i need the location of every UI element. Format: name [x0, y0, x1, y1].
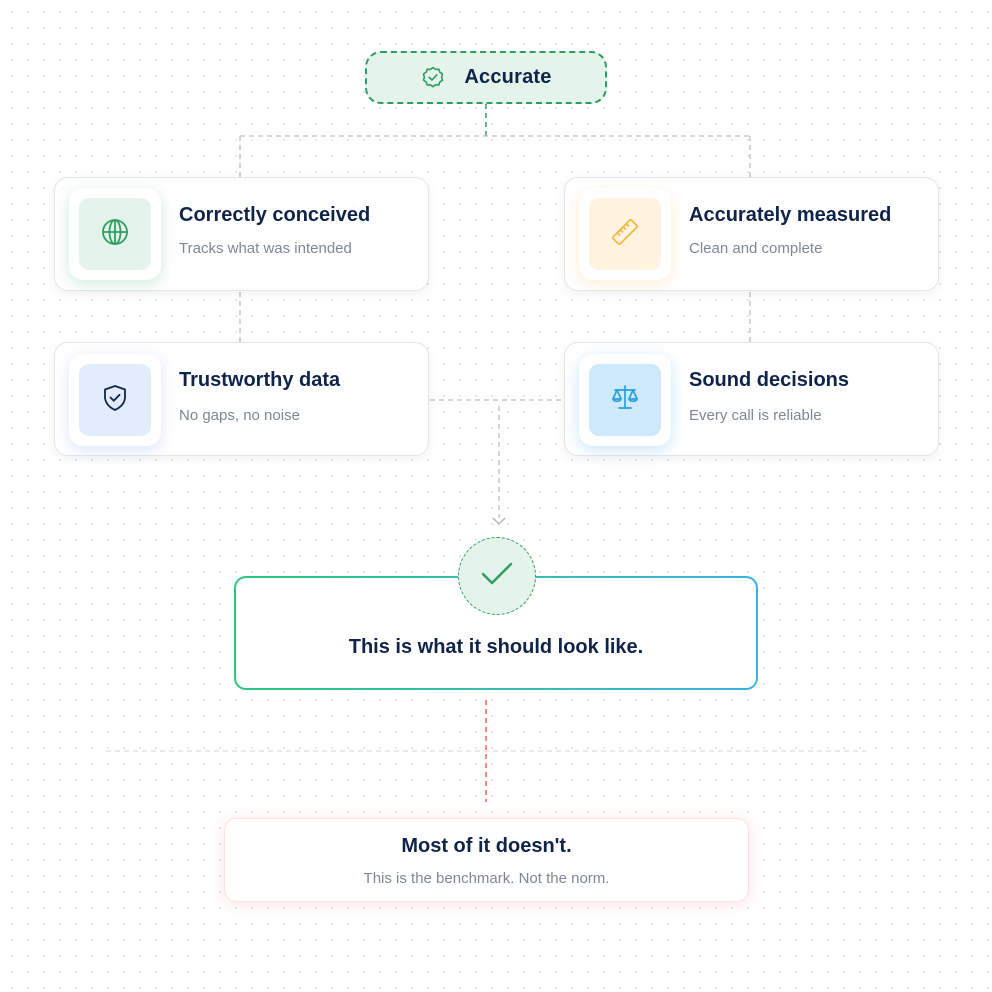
- verified-badge-icon: [420, 65, 446, 91]
- card-subtitle: Clean and complete: [689, 240, 823, 257]
- accurate-label: Accurate: [464, 66, 552, 88]
- card-title: Accurately measured: [689, 204, 892, 226]
- card-correctly-conceived: Correctly conceived Tracks what was inte…: [54, 177, 429, 291]
- result-text: This is what it should look like.: [348, 636, 644, 658]
- reality-box: Most of it doesn't. This is the benchmar…: [224, 818, 749, 902]
- check-badge: [458, 537, 536, 615]
- shield-check-icon: [100, 383, 130, 418]
- card-sound-decisions: Sound decisions Every call is reliable: [564, 342, 939, 456]
- card-subtitle: No gaps, no noise: [179, 407, 300, 424]
- icon-tile: [579, 354, 671, 446]
- ruler-icon: [608, 215, 642, 254]
- globe-icon: [100, 217, 130, 252]
- card-subtitle: Tracks what was intended: [179, 240, 352, 257]
- card-subtitle: Every call is reliable: [689, 407, 822, 424]
- reality-subtitle: This is the benchmark. Not the norm.: [363, 870, 610, 887]
- accurate-node: Accurate: [365, 51, 607, 104]
- card-title: Correctly conceived: [179, 204, 371, 226]
- card-trustworthy-data: Trustworthy data No gaps, no noise: [54, 342, 429, 456]
- card-title: Trustworthy data: [179, 369, 341, 391]
- icon-tile: [69, 188, 161, 280]
- scale-icon: [608, 381, 642, 420]
- card-accurately-measured: Accurately measured Clean and complete: [564, 177, 939, 291]
- icon-tile: [69, 354, 161, 446]
- card-title: Sound decisions: [689, 369, 850, 391]
- icon-tile: [579, 188, 671, 280]
- check-icon: [479, 559, 515, 594]
- reality-title: Most of it doesn't.: [401, 835, 572, 857]
